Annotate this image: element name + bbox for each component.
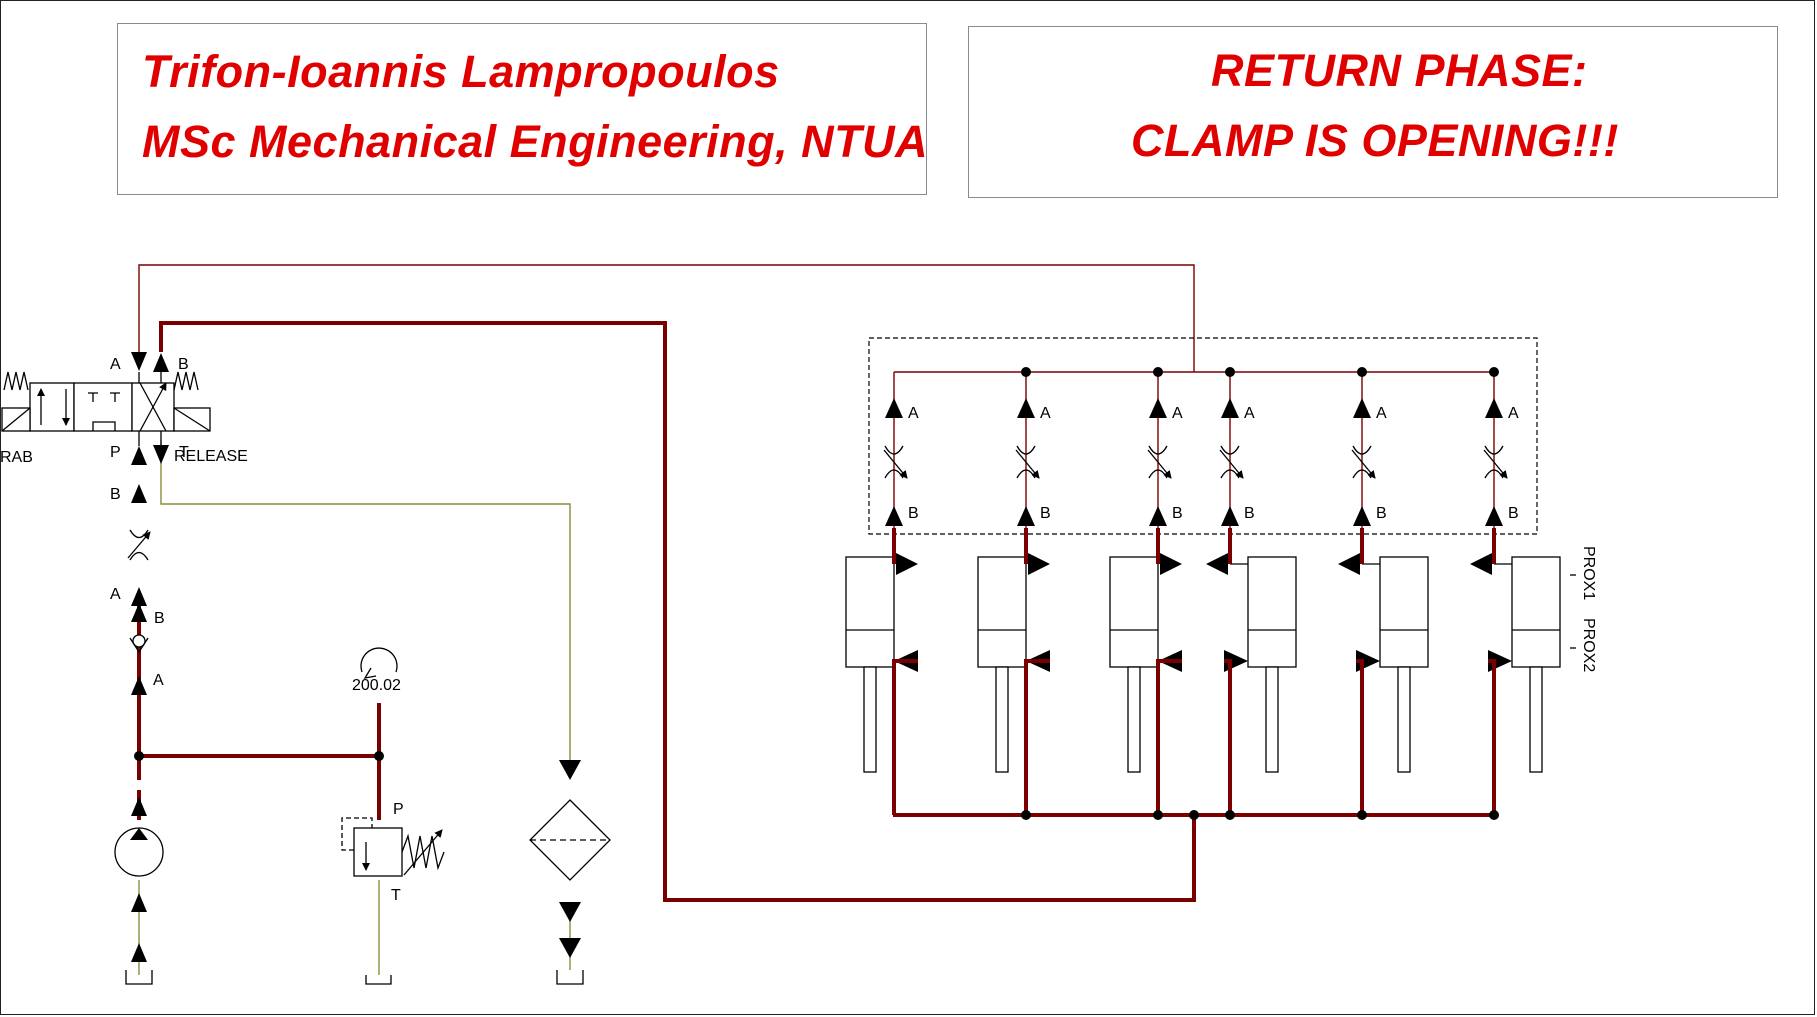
throttle-port-a: A	[1172, 405, 1183, 422]
valve-port-a: A	[110, 356, 121, 373]
relief-port-t: T	[391, 887, 401, 904]
throttle-valve: AB	[1219, 372, 1255, 528]
throttle-port-a: A	[1040, 405, 1051, 422]
prox1-label: PROX1	[1580, 546, 1597, 600]
throttle-port-b: B	[1040, 505, 1051, 522]
hydraulic-cylinder	[1109, 528, 1182, 815]
valve-port-p: P	[110, 444, 121, 461]
junction-node	[1021, 810, 1031, 820]
throttle-port-b: B	[1376, 505, 1387, 522]
directional-valve	[1, 352, 211, 465]
supply-throttle-valve	[127, 484, 151, 622]
cylinder-bank	[845, 528, 1561, 820]
relief-port-p: P	[393, 801, 404, 818]
hydraulic-pump	[114, 797, 164, 985]
hydraulic-cylinder	[1206, 528, 1297, 815]
throttle-manifold	[868, 337, 1538, 535]
check-port-a: A	[153, 672, 164, 689]
author-title-box: Trifon-Ioannis Lampropoulos MSc Mechanic…	[117, 23, 929, 195]
hydraulic-cylinder	[845, 528, 918, 815]
throttle-port-a: A	[1376, 405, 1387, 422]
junction-node	[1225, 367, 1235, 377]
valve-right-label: RELEASE	[174, 448, 248, 465]
junction-node	[1189, 810, 1199, 820]
junction-node	[1021, 367, 1031, 377]
pressure-gauge	[360, 647, 398, 679]
throttle-valve: AB	[1351, 372, 1387, 528]
junction-node	[1489, 367, 1499, 377]
hydraulic-cylinder	[977, 528, 1050, 815]
valve-port-b: B	[178, 356, 189, 373]
throttle-port-b: B	[1508, 505, 1519, 522]
junction-node	[1489, 810, 1499, 820]
junction-node	[1153, 367, 1163, 377]
throttle-port-a: A	[1508, 405, 1519, 422]
return-lines	[138, 264, 1195, 975]
author-name: Trifon-Ioannis Lampropoulos	[142, 46, 780, 97]
throttle-port-b: B	[908, 505, 919, 522]
throttle-port-b: B	[1244, 505, 1255, 522]
relief-valve	[341, 817, 445, 985]
valve-left-label: RAB	[0, 449, 33, 466]
hydraulic-cylinder	[1338, 528, 1429, 815]
throttle-port-a: A	[908, 405, 919, 422]
throttle-port-b: B	[110, 486, 121, 503]
phase-status: CLAMP IS OPENING!!!	[1131, 115, 1619, 166]
return-filter	[529, 760, 611, 985]
throttle-port-a: A	[110, 586, 121, 603]
throttle-valve: AB	[1147, 372, 1183, 528]
gauge-reading: 200.02	[352, 677, 401, 694]
junction-node	[1357, 367, 1367, 377]
junction-node	[1153, 810, 1163, 820]
prox2-label: PROX2	[1580, 618, 1597, 672]
hydraulic-cylinder	[1470, 528, 1561, 815]
phase-title: RETURN PHASE:	[1211, 45, 1588, 96]
author-degree: MSc Mechanical Engineering, NTUA	[142, 116, 929, 167]
check-valve	[129, 634, 149, 695]
throttle-valve: AB	[883, 372, 919, 528]
throttle-valve: AB	[1015, 372, 1051, 528]
throttle-port-a: A	[1244, 405, 1255, 422]
junction-node	[374, 751, 384, 761]
phase-title-box: RETURN PHASE: CLAMP IS OPENING!!!	[968, 26, 1778, 198]
junction-node	[1357, 810, 1367, 820]
junction-node	[1225, 810, 1235, 820]
valve-port-t: T	[179, 444, 189, 461]
throttle-port-b: B	[1172, 505, 1183, 522]
throttle-valve: AB	[1483, 372, 1519, 528]
junction-node	[134, 751, 144, 761]
check-port-b: B	[154, 610, 165, 627]
